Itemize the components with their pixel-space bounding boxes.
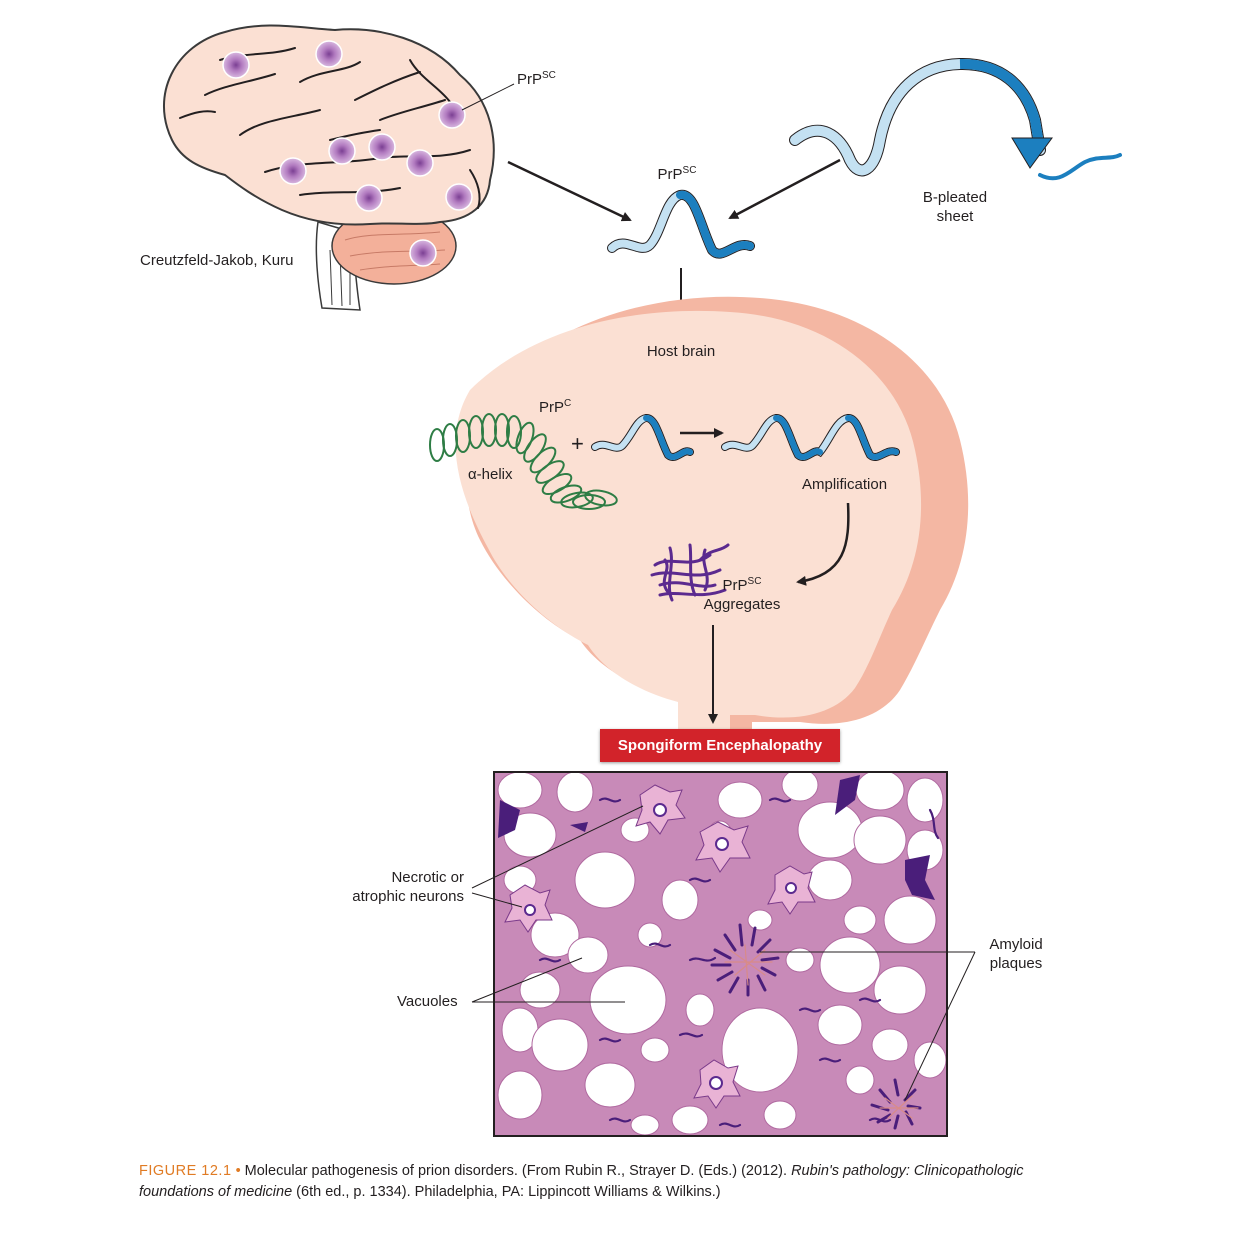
label-vacuoles: Vacuoles <box>397 993 458 1010</box>
alpha-helix-coil <box>429 413 618 510</box>
prpsc-ribbon <box>607 190 755 259</box>
caption-text-1: Molecular pathogenesis of prion disorder… <box>240 1163 792 1179</box>
label-plus: + <box>571 431 584 456</box>
histology-panel <box>493 771 948 1137</box>
caption-bullet: • <box>235 1163 241 1179</box>
arrow-brain-to-prion <box>507 160 632 222</box>
label-prpc: PrPC <box>539 398 572 416</box>
spongiform-encephalopathy-banner: Spongiform Encephalopathy <box>600 729 840 762</box>
arrow-amplification-to-aggregates <box>796 502 850 586</box>
prpsc-aggregates <box>650 543 730 602</box>
arrow-sheet-to-prion <box>728 158 841 220</box>
amyloid-plaque-corner <box>870 1078 922 1130</box>
figure-caption: FIGURE 12.1 • Molecular pathogenesis of … <box>139 1161 1039 1203</box>
prpsc-brain-leader <box>461 83 515 111</box>
host-brain-body <box>455 310 922 740</box>
label-host-brain: Host brain <box>646 343 716 360</box>
figure-label: FIGURE 12.1 <box>139 1163 232 1179</box>
source-brain <box>163 24 495 311</box>
label-alpha-helix: α-helix <box>468 466 513 483</box>
host-brain <box>455 296 969 740</box>
label-prpsc-center: PrPSC <box>657 165 697 183</box>
label-prpsc-brain: PrPSC <box>517 70 556 88</box>
beta-pleated-sheet <box>789 57 1122 181</box>
leader-lines <box>471 805 976 1101</box>
label-amplification: Amplification <box>802 476 888 493</box>
caption-book-title: Rubin's pathology: Clinicopathologic fou… <box>139 1163 1024 1200</box>
caption-text-2: (6th ed., p. 1334). Philadelphia, PA: Li… <box>292 1184 721 1200</box>
amyloid-plaque-center <box>710 923 780 997</box>
amplified-prions <box>721 414 900 461</box>
prpc-ribbon <box>591 414 694 461</box>
label-cjd-kuru: Creutzfeld-Jakob, Kuru <box>140 252 294 269</box>
prion-deposits <box>222 40 473 267</box>
